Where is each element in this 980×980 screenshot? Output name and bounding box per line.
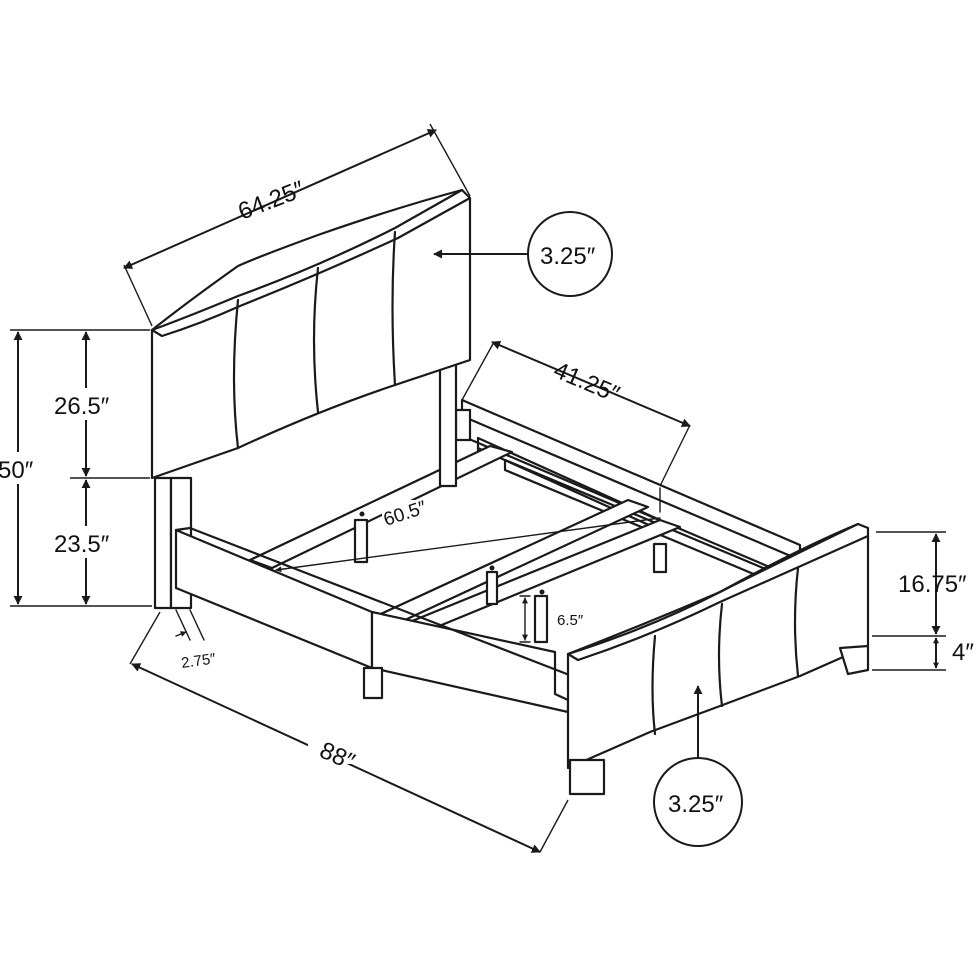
label-leg-height-head: 23.5″ <box>54 531 110 558</box>
far-side-rail <box>454 398 802 582</box>
headboard <box>150 188 472 480</box>
dim-heights-right: 16.75″ 4″ <box>872 531 974 671</box>
label-overall-height: 50″ <box>0 457 34 484</box>
label-headboard-thickness: 3.25″ <box>540 243 596 270</box>
footboard <box>566 522 870 796</box>
bed-illustration <box>150 188 870 796</box>
center-legs <box>353 518 668 644</box>
label-footboard-clearance: 4″ <box>952 639 974 666</box>
label-footboard-height: 16.75″ <box>898 571 967 598</box>
dim-leg-width: 2.75″ <box>175 609 217 672</box>
dim-footboard-thickness: 3.25″ <box>653 685 743 847</box>
dim-overall-length: 88″ <box>129 611 569 853</box>
label-footboard-thickness: 3.25″ <box>668 791 724 818</box>
dim-center-leg-height: 6.5″ <box>519 595 584 643</box>
label-center-leg-height: 6.5″ <box>557 612 584 629</box>
label-headboard-width: 64.25″ <box>234 176 308 226</box>
label-leg-width: 2.75″ <box>180 650 217 672</box>
label-inner-width: 41.25″ <box>550 357 624 409</box>
dim-headboard-thickness: 3.25″ <box>433 211 613 297</box>
dim-heights-left: 50″ 26.5″ 23.5″ <box>0 329 152 607</box>
label-headboard-panel-height: 26.5″ <box>54 393 110 420</box>
